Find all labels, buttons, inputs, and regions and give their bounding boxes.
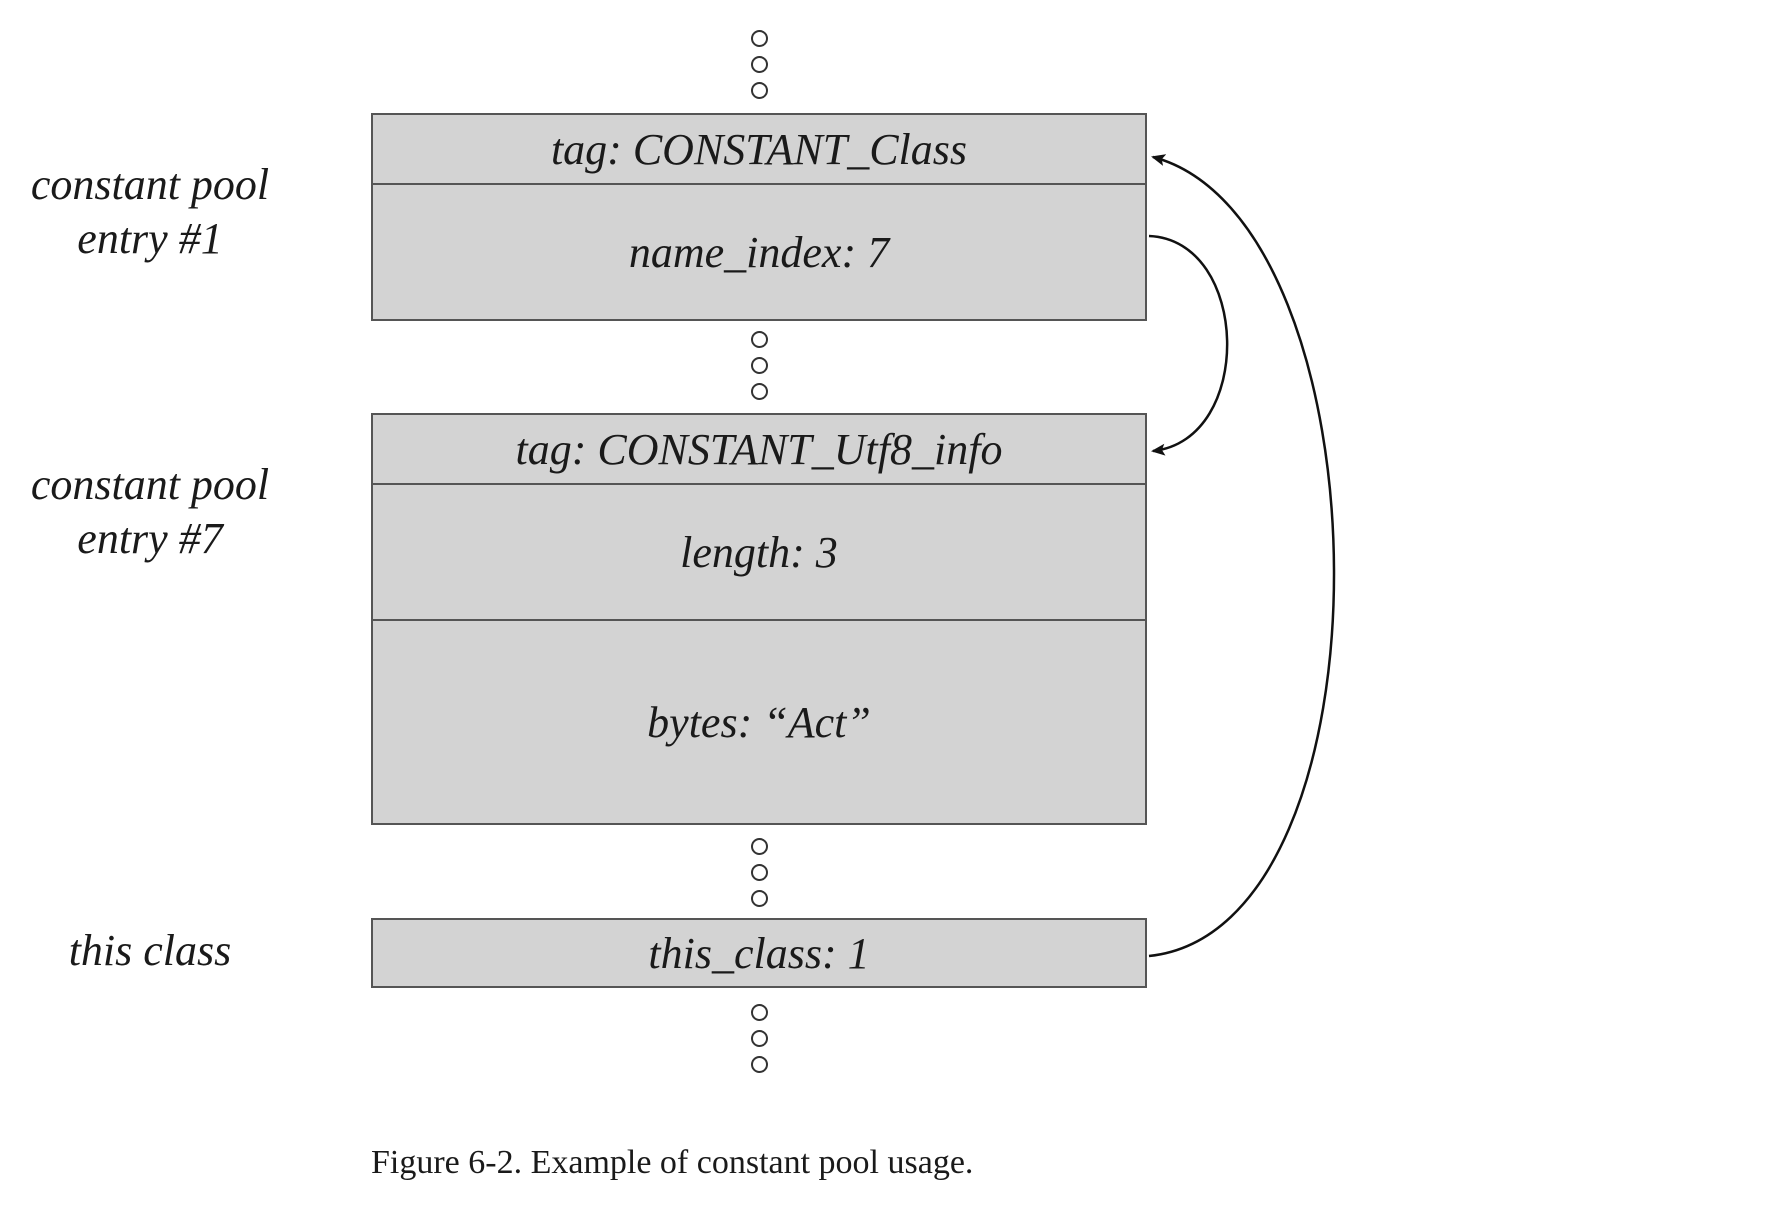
vertical-dots-icon bbox=[750, 82, 768, 99]
this-class-value: this_class: 1 bbox=[648, 928, 870, 978]
constant-pool-entry-7: tag: CONSTANT_Utf8_info length: 3 bytes:… bbox=[371, 413, 1147, 825]
vertical-dots-icon bbox=[750, 864, 768, 881]
ellipsis-bottom bbox=[748, 1004, 770, 1082]
ellipsis-top bbox=[748, 30, 770, 108]
this-class-box: this_class: 1 bbox=[371, 918, 1147, 988]
label-entry-1-line2: entry #1 bbox=[77, 214, 223, 263]
entry-1-name-index: name_index: 7 bbox=[373, 183, 1145, 319]
vertical-dots-icon bbox=[750, 1004, 768, 1021]
ellipsis-after-entry-7 bbox=[748, 838, 770, 916]
label-entry-7-line2: entry #7 bbox=[77, 514, 223, 563]
vertical-dots-icon bbox=[750, 357, 768, 374]
label-entry-1-line1: constant pool bbox=[30, 160, 270, 209]
vertical-dots-icon bbox=[750, 56, 768, 73]
entry-1-tag: tag: CONSTANT_Class bbox=[550, 124, 968, 174]
vertical-dots-icon bbox=[750, 1030, 768, 1047]
label-entry-1: constant pool entry #1 bbox=[0, 158, 300, 266]
vertical-dots-icon bbox=[750, 30, 768, 47]
vertical-dots-icon bbox=[750, 331, 768, 348]
label-entry-7-line1: constant pool bbox=[30, 460, 270, 509]
entry-7-length: length: 3 bbox=[373, 483, 1145, 619]
label-this-class-text: this class bbox=[68, 926, 232, 975]
curved-arrow-icon bbox=[1148, 154, 1336, 958]
figure-caption: Figure 6-2. Example of constant pool usa… bbox=[371, 1144, 974, 1181]
curved-arrow-icon bbox=[1148, 234, 1229, 456]
vertical-dots-icon bbox=[750, 890, 768, 907]
ellipsis-after-entry-1 bbox=[748, 331, 770, 409]
entry-7-bytes: bytes: “Act” bbox=[373, 619, 1145, 823]
vertical-dots-icon bbox=[750, 383, 768, 400]
constant-pool-entry-1: tag: CONSTANT_Class name_index: 7 bbox=[371, 113, 1147, 321]
vertical-dots-icon bbox=[750, 838, 768, 855]
label-entry-7: constant pool entry #7 bbox=[0, 458, 300, 566]
vertical-dots-icon bbox=[750, 1056, 768, 1073]
entry-7-tag: tag: CONSTANT_Utf8_info bbox=[515, 424, 1003, 474]
label-this-class: this class bbox=[0, 924, 300, 978]
